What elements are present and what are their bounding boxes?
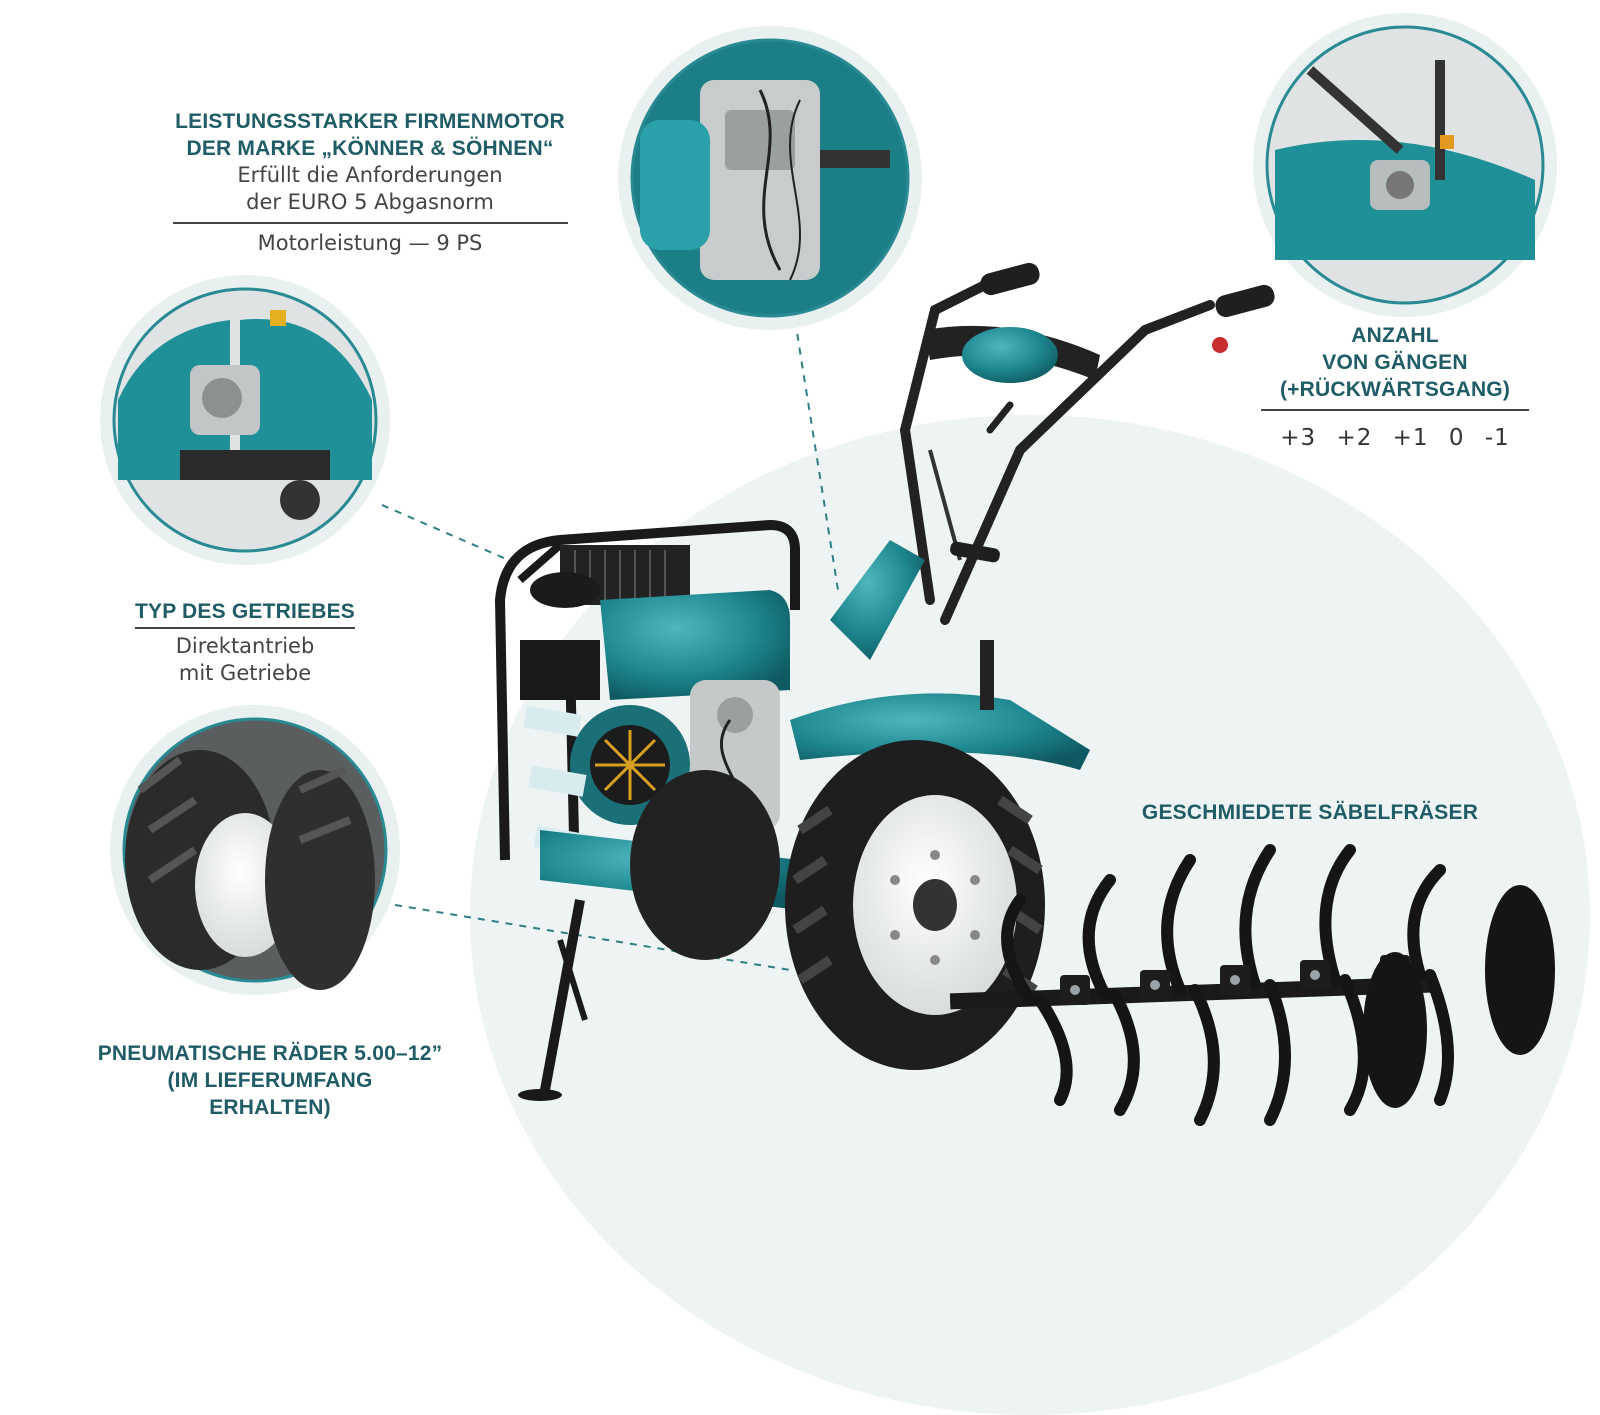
engine-heading-line-1: LEISTUNGSSTARKER FIRMENMOTOR bbox=[175, 110, 565, 133]
wheels-detail-circle bbox=[110, 705, 400, 995]
tiller-machine bbox=[494, 262, 1555, 1126]
gears-divider bbox=[1261, 409, 1529, 411]
engine-heading-line-2: DER MARKE „KÖNNER & SÖHNEN“ bbox=[186, 137, 554, 160]
transmission-desc-line-1: Direktantrieb bbox=[175, 634, 315, 658]
gears-heading-line-3: (+RÜCKWÄRTSGANG) bbox=[1279, 378, 1511, 401]
engine-power-spec: Motorleistung — 9 PS bbox=[257, 231, 483, 255]
tillers-heading: GESCHMIEDETE SÄBELFRÄSER bbox=[1141, 801, 1479, 824]
transmission-heading: TYP DES GETRIEBES bbox=[134, 598, 356, 629]
engine-desc-line-1: Erfüllt die Anforderungen bbox=[237, 163, 503, 187]
engine-detail-circle bbox=[618, 26, 922, 330]
leader-transmission bbox=[381, 504, 521, 566]
wheels-heading-line-3: ERHALTEN) bbox=[209, 1096, 331, 1119]
engine-divider bbox=[172, 222, 568, 224]
engine-desc-line-2: der EURO 5 Abgasnorm bbox=[246, 190, 494, 214]
leader-lines bbox=[381, 319, 839, 971]
feature-wheels: PNEUMATISCHE RÄDER 5.00–12” (IM LIEFERUM… bbox=[40, 1040, 500, 1121]
gear-value: +3 bbox=[1280, 425, 1317, 451]
feature-gears: ANZAHL VON GÄNGEN (+RÜCKWÄRTSGANG) +3 +2… bbox=[1255, 322, 1535, 453]
gear-values: +3 +2 +1 0 -1 bbox=[1255, 423, 1535, 453]
gear-value: +1 bbox=[1392, 425, 1429, 451]
wheels-heading-line-1: PNEUMATISCHE RÄDER 5.00–12” bbox=[97, 1042, 443, 1065]
gears-heading-line-1: ANZAHL bbox=[1351, 324, 1439, 347]
gears-heading-line-2: VON GÄNGEN bbox=[1322, 351, 1468, 374]
feature-transmission: TYP DES GETRIEBES Direktantrieb mit Getr… bbox=[100, 598, 390, 687]
gears-detail-circle bbox=[1253, 13, 1557, 317]
leader-engine bbox=[794, 319, 839, 591]
gear-value: 0 bbox=[1448, 425, 1465, 451]
gear-value: -1 bbox=[1484, 425, 1510, 451]
wheels-heading-line-2: (IM LIEFERUMFANG bbox=[167, 1069, 373, 1092]
leader-wheels bbox=[394, 904, 791, 971]
feature-tillers: GESCHMIEDETE SÄBELFRÄSER bbox=[1110, 799, 1510, 826]
feature-engine: LEISTUNGSSTARKER FIRMENMOTOR DER MARKE „… bbox=[140, 108, 600, 257]
transmission-detail-circle bbox=[100, 275, 390, 565]
product-illustration bbox=[100, 13, 1557, 1126]
gear-value: +2 bbox=[1336, 425, 1373, 451]
transmission-desc-line-2: mit Getriebe bbox=[178, 661, 312, 685]
